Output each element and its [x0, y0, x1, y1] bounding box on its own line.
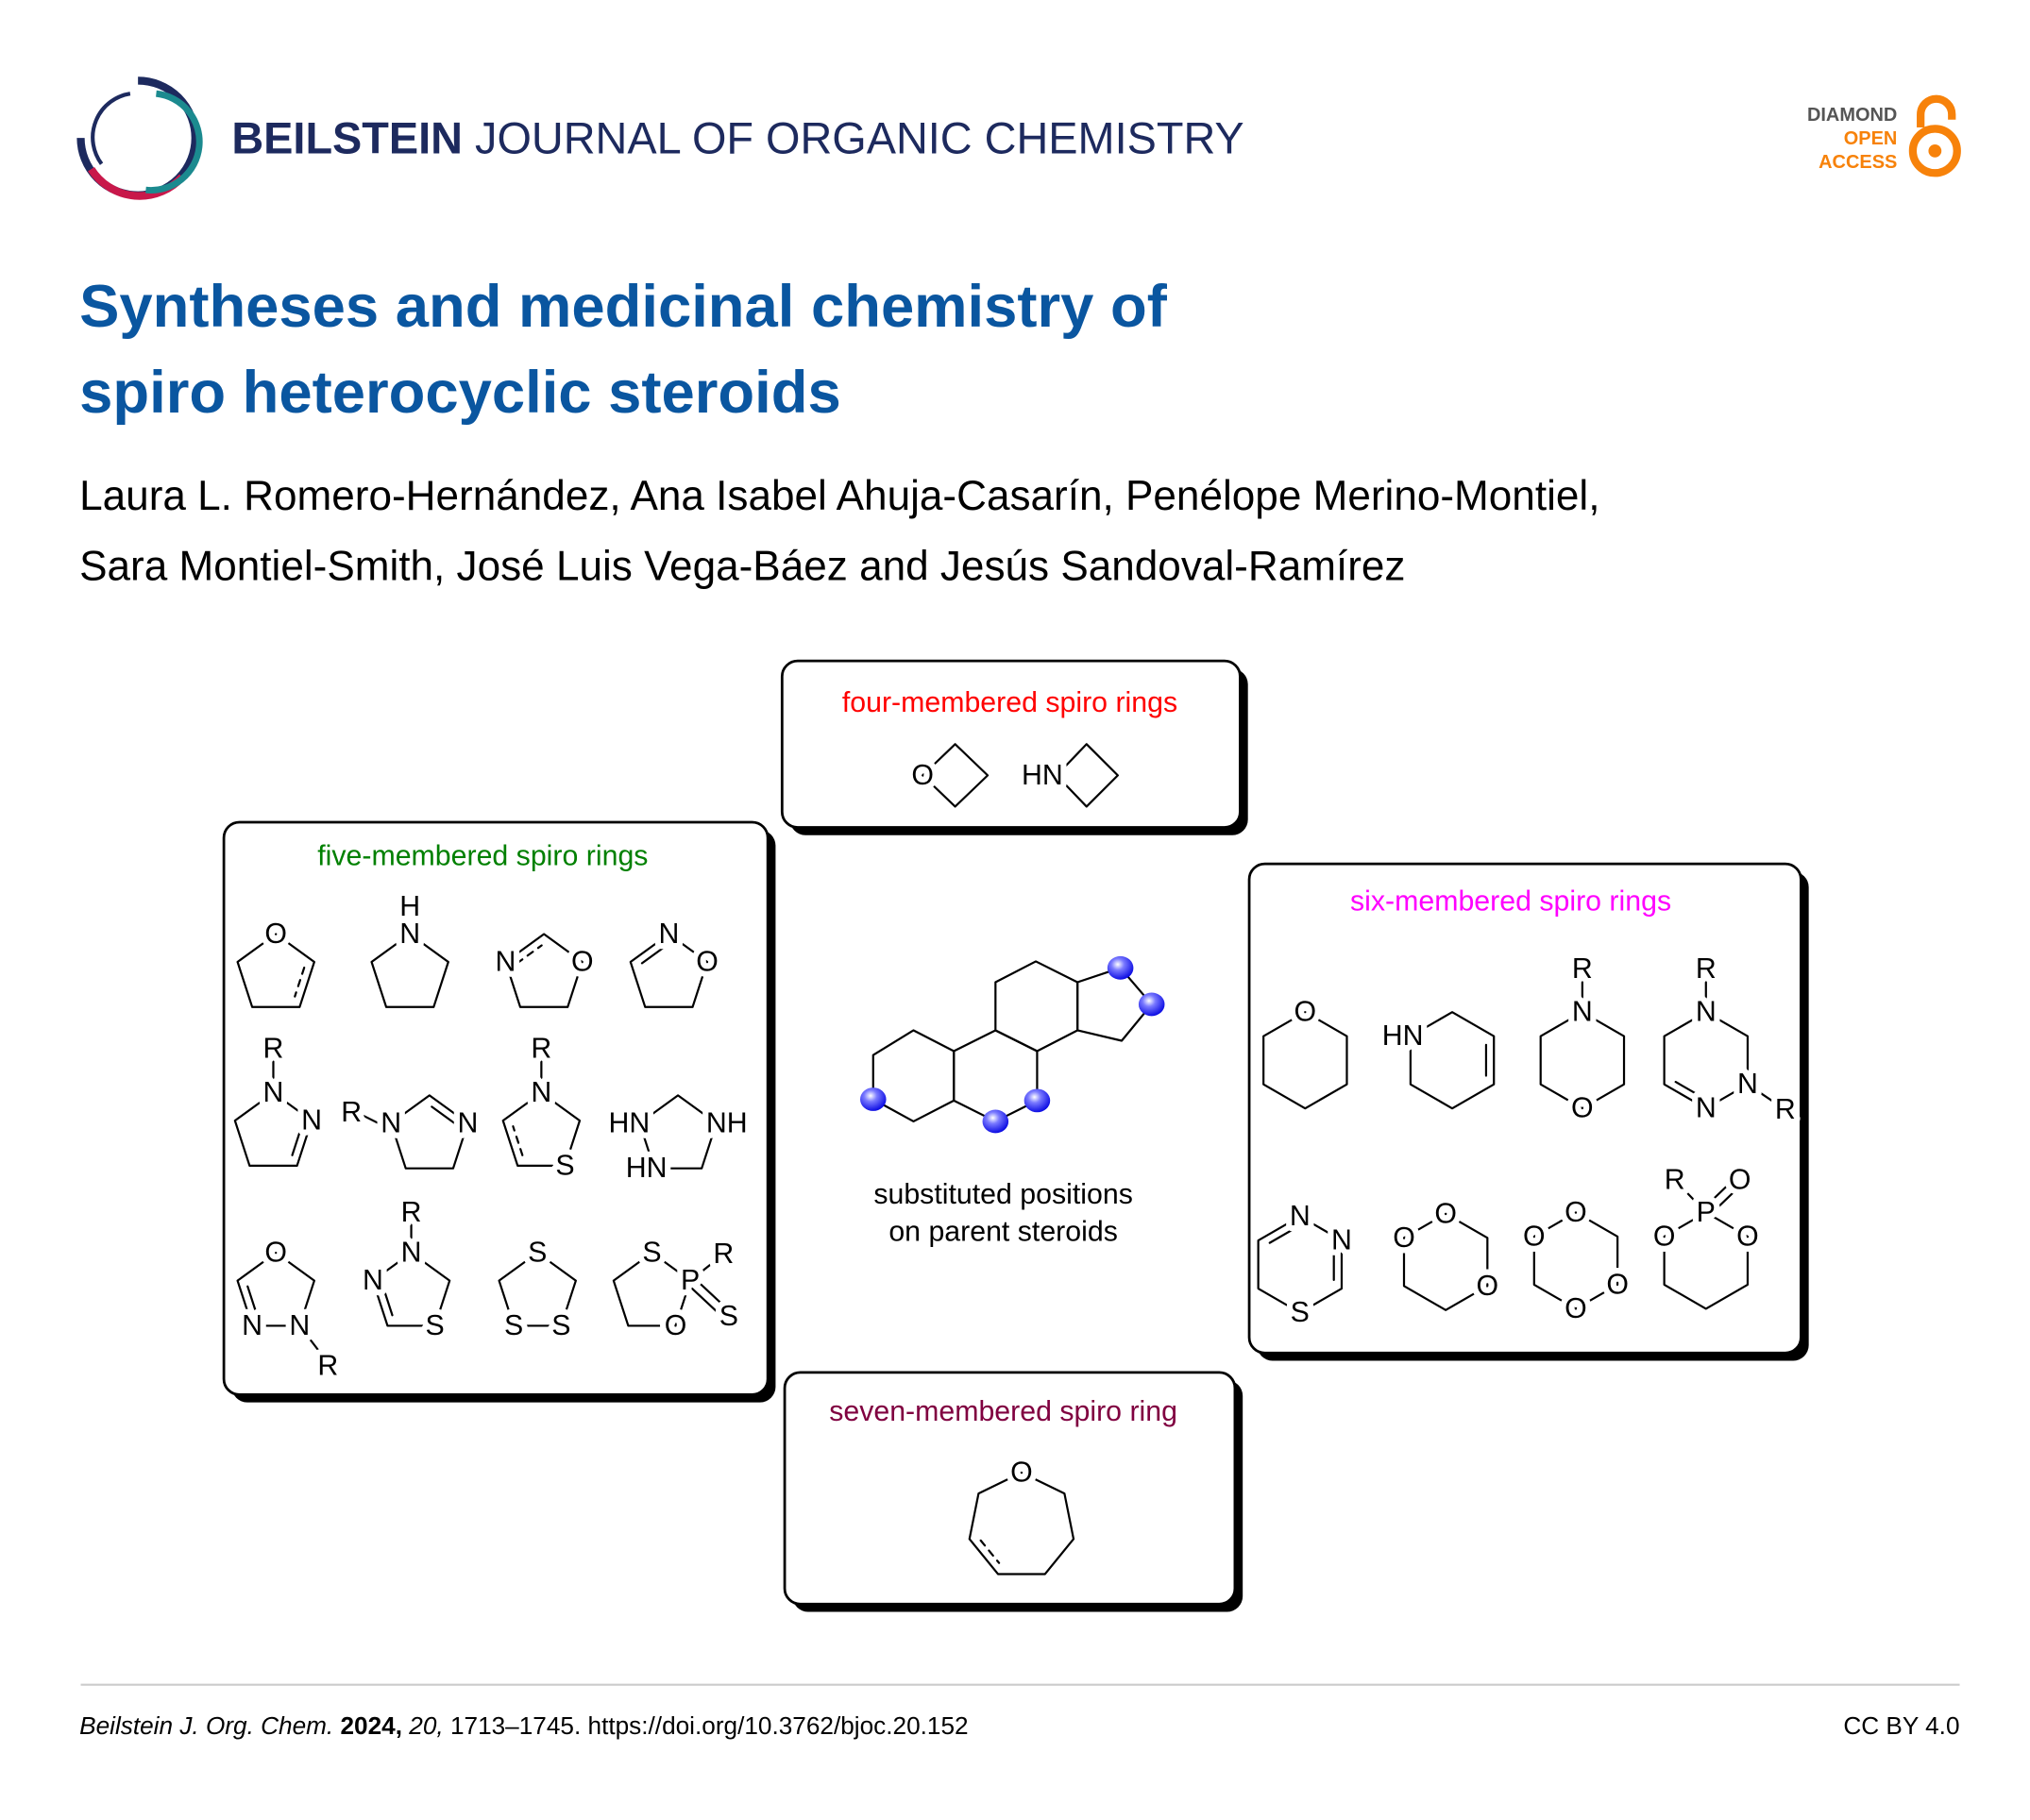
atom-label: P [681, 1265, 700, 1296]
svg-text:OPEN: OPEN [1844, 128, 1898, 149]
atom-label: N [263, 1077, 284, 1108]
atom-label: N [242, 1310, 262, 1341]
atom-label: R [1696, 953, 1717, 985]
steroid-caption-line-1: substituted positions [873, 1179, 1133, 1210]
six-membered-structure: HN [1377, 1011, 1496, 1110]
atom-label: S [551, 1310, 570, 1341]
atom-label: O [1571, 1093, 1594, 1124]
atom-label: O [1434, 1198, 1457, 1229]
atom-label: O [1653, 1221, 1676, 1252]
atom-label: S [719, 1301, 738, 1332]
atom-label: R [341, 1097, 362, 1128]
atom-label: S [426, 1310, 445, 1341]
atom-label: S [504, 1310, 523, 1341]
article-title-line-2: spiro heterocyclic steroids [79, 360, 841, 426]
license: CC BY 4.0 [1843, 1711, 1959, 1740]
atom-label: O [1294, 997, 1317, 1028]
atom-label: O [264, 1238, 287, 1269]
atom-label: R [713, 1239, 734, 1270]
atom-label: O [665, 1310, 687, 1341]
atom-label: O [1565, 1197, 1587, 1228]
article-title-line-1: Syntheses and medicinal chemistry of [79, 274, 1168, 340]
atom-label: O [1606, 1269, 1629, 1300]
atom-label: R [1775, 1094, 1796, 1125]
substitution-position-marker [1023, 1088, 1051, 1113]
atom-label: N [399, 918, 420, 950]
atom-label: N [531, 1077, 551, 1108]
atom-label: O [1010, 1458, 1033, 1489]
atom-label: O [1565, 1293, 1587, 1324]
atom-label: O [1736, 1221, 1759, 1252]
doi-link[interactable]: https://doi.org/10.3762/bjoc.20.152 [588, 1711, 969, 1740]
atom-label: N [496, 947, 516, 978]
four-membered-box: four-membered spiro rings O HN [780, 659, 1248, 835]
journal-logo-icon [76, 76, 203, 200]
atom-label: HN [1382, 1020, 1424, 1052]
five-membered-structure: HN NH HN [602, 1094, 753, 1189]
seven-membered-box: seven-membered spiro ring O [783, 1371, 1243, 1612]
atom-label: S [555, 1150, 574, 1181]
atom-label: R [1572, 953, 1593, 985]
citation: Beilstein J. Org. Chem. 2024, 20, 1713–1… [79, 1711, 968, 1740]
diamond-open-access-badge: DIAMOND OPEN ACCESS [1807, 94, 1961, 177]
four-membered-structure: HN [1016, 743, 1119, 808]
authors-line-1: Laura L. Romero-Hernández, Ana Isabel Ah… [79, 473, 1599, 519]
substitution-position-marker [860, 1087, 887, 1111]
atom-label: N [401, 1238, 422, 1269]
atom-label: N [1331, 1225, 1352, 1256]
atom-label: HN [626, 1153, 668, 1184]
atom-label: S [1291, 1297, 1310, 1328]
atom-label: N [1572, 997, 1593, 1028]
five-membered-title: five-membered spiro rings [317, 840, 648, 871]
seven-membered-title: seven-membered spiro ring [829, 1396, 1177, 1427]
atom-label: R [531, 1033, 551, 1064]
substitution-position-marker [1138, 992, 1165, 1017]
atom-label: HN [1022, 760, 1063, 791]
atom-label: N [1290, 1201, 1311, 1232]
atom-label: N [301, 1105, 322, 1137]
steroid-caption-line-2: on parent steroids [888, 1217, 1118, 1248]
substitution-position-marker [982, 1109, 1009, 1134]
atom-label: N [381, 1107, 401, 1138]
atom-label: R [317, 1351, 338, 1382]
atom-label: N [1696, 1093, 1717, 1124]
svg-text:DIAMOND: DIAMOND [1807, 105, 1897, 126]
atom-label: N [363, 1265, 383, 1296]
atom-label: S [642, 1238, 661, 1269]
atom-label: N [1737, 1069, 1758, 1100]
atom-label: NH [706, 1107, 748, 1138]
atom-label: N [658, 918, 679, 950]
atom-label: O [1523, 1221, 1546, 1252]
atom-label: O [571, 947, 594, 978]
atom-label: O [1477, 1271, 1499, 1302]
journal-name: BEILSTEIN JOURNAL OF ORGANIC CHEMISTRY [231, 114, 1243, 163]
atom-label: N [1696, 997, 1717, 1028]
five-membered-structure: RN S [501, 1027, 582, 1188]
atom-label: N [458, 1107, 479, 1138]
atom-label: O [264, 918, 287, 950]
svg-text:ACCESS: ACCESS [1819, 152, 1897, 173]
atom-label: R [1665, 1164, 1685, 1195]
atom-label: N [289, 1310, 310, 1341]
atom-label: S [528, 1238, 547, 1269]
atom-label: R [401, 1197, 422, 1228]
six-membered-title: six-membered spiro rings [1350, 886, 1671, 918]
substitution-position-marker [1107, 955, 1134, 980]
atom-label: O [1729, 1164, 1751, 1195]
atom-label: O [696, 947, 719, 978]
authors-line-2: Sara Montiel-Smith, José Luis Vega-Báez … [79, 544, 1405, 590]
atom-label: O [1393, 1222, 1415, 1254]
four-membered-title: four-membered spiro rings [842, 687, 1177, 718]
atom-label: HN [609, 1107, 651, 1138]
parent-steroid-skeleton [860, 955, 1165, 1134]
atom-label: P [1697, 1197, 1716, 1228]
atom-label: R [263, 1033, 284, 1064]
open-lock-icon [1908, 94, 1961, 177]
atom-label: O [911, 760, 934, 791]
